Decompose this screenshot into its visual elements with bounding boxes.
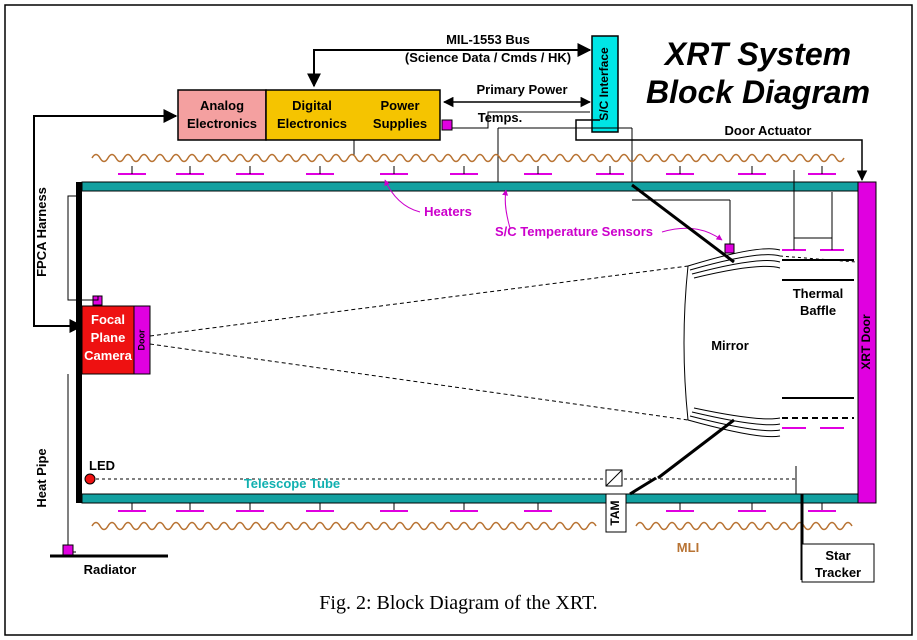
primary-power-label: Primary Power [476, 82, 567, 97]
sc-interface-label: S/C Interface [597, 47, 611, 121]
sc-interface-box [591, 35, 619, 133]
door-actuator-label: Door Actuator [725, 123, 812, 138]
led-label: LED [89, 458, 115, 473]
bus-label-line1: MIL-1553 Bus [446, 32, 530, 47]
mli-bottom [91, 521, 597, 531]
top-heater-ticks [131, 166, 823, 174]
led-indicator [84, 473, 96, 485]
camera-label-3: Camera [84, 348, 132, 363]
telescope-tube-label: Telescope Tube [244, 476, 340, 491]
fpca-harness-label: FPCA Harness [34, 187, 49, 277]
mirror-strut-top [631, 183, 735, 264]
temp-sensors-pointer-b [661, 227, 723, 241]
baffle-fov-top [779, 255, 857, 263]
tam-strut [629, 476, 657, 496]
tube-bottom-wall [81, 493, 859, 504]
baffle-posts [793, 170, 833, 250]
power-supplies-label-2: Supplies [373, 116, 427, 131]
mirror-strut-bottom [657, 418, 735, 480]
bus-line [307, 43, 592, 88]
temp-sensors-pointer-a [502, 189, 511, 229]
mirror-label: Mirror [711, 338, 749, 353]
digital-electronics-label-2: Electronics [277, 116, 347, 131]
radiator-label: Radiator [84, 562, 137, 577]
star-tracker-label-1: Star [825, 548, 850, 563]
power-supplies-label-1: Power [380, 98, 419, 113]
analog-electronics-label-2: Electronics [187, 116, 257, 131]
radiator-connector [62, 544, 74, 556]
camera-sensor-wire [67, 195, 99, 301]
mli-label: MLI [677, 540, 699, 555]
camera-bulkhead [76, 182, 82, 503]
star-tracker-label-2: Tracker [815, 565, 861, 580]
star-tracker-box [801, 543, 875, 583]
temps-label: Temps. [478, 110, 523, 125]
thermal-baffle [782, 259, 854, 419]
tam-mirror-diagonal [605, 469, 623, 487]
bus-label-line2: (Science Data / Cmds / HK) [405, 50, 571, 65]
camera-door-label: Door [136, 329, 146, 350]
heaters-label: Heaters [424, 204, 472, 219]
analog-electronics-label-1: Analog [200, 98, 244, 113]
camera-door [133, 305, 151, 375]
digital-electronics-label-1: Digital [292, 98, 332, 113]
figure-caption: Fig. 2: Block Diagram of the XRT. [319, 592, 598, 614]
temps-line [452, 111, 590, 129]
mli-top [91, 153, 845, 163]
mli-bottom-right [635, 521, 853, 531]
diagram-title-line1: XRT System [663, 36, 851, 72]
door-actuator-line [575, 119, 868, 182]
power-connector [441, 119, 453, 131]
mirror-temp-sensor [724, 243, 735, 254]
tam-label: TAM [608, 500, 622, 525]
analog-electronics-box [177, 89, 267, 141]
tube-top-wall [81, 181, 859, 192]
temperature-sensors-label: S/C Temperature Sensors [495, 224, 653, 239]
diagram-title-line2: Block Diagram [646, 74, 870, 110]
tam-box [605, 493, 627, 533]
focal-plane-camera [81, 305, 135, 375]
xrt-door-label: XRT Door [859, 314, 873, 370]
bottom-heater-ticks [131, 503, 823, 511]
camera-label-2: Plane [91, 330, 126, 345]
fpca-harness-line [33, 109, 178, 333]
mirror-shells [683, 248, 781, 438]
digital-power-box [265, 89, 441, 141]
heaters-pointer [384, 179, 421, 213]
camera-label-1: Focal [91, 312, 125, 327]
xrt-door [857, 181, 877, 504]
heat-pipe-label: Heat Pipe [34, 448, 49, 507]
thermal-baffle-label-2: Baffle [800, 303, 836, 318]
thermal-baffle-label-1: Thermal [793, 286, 844, 301]
